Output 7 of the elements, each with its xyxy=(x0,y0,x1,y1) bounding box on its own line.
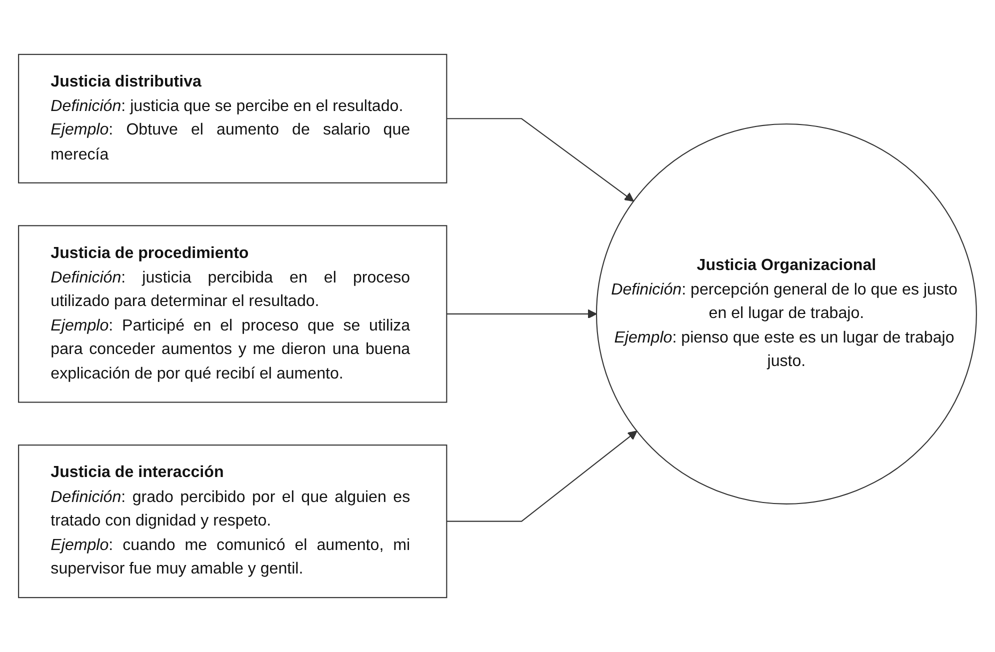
node-box: Justicia de interacción Definición: grado percibido por el que alguien es tratado con dignidad y respeto. Ejemplo: cuando me comunicó el aumento, mi supervisor fue muy amable y gentil. xyxy=(18,444,448,598)
node-circle: Justicia Organizacional Definición: percepción general de lo que es justo en el lugar de trabajo. Ejemplo: pienso que este es un lugar de trabajo justo. xyxy=(596,123,977,504)
arrow xyxy=(446,118,634,202)
arrow xyxy=(446,430,638,522)
node-box: Justicia distributiva Definición: justicia que se percibe en el resultado. Ejemplo: Obtuve el aumento de salario que merecía xyxy=(18,54,448,184)
node-box: Justicia de procedimiento Definición: justicia percibida en el proceso utilizado para determinar el resultado. Ejemplo: Participé en el proceso que se utiliza para conceder aumentos y me dieron una buena explicación de por qué recibí el aumento. xyxy=(18,225,448,403)
arrow xyxy=(446,309,597,319)
